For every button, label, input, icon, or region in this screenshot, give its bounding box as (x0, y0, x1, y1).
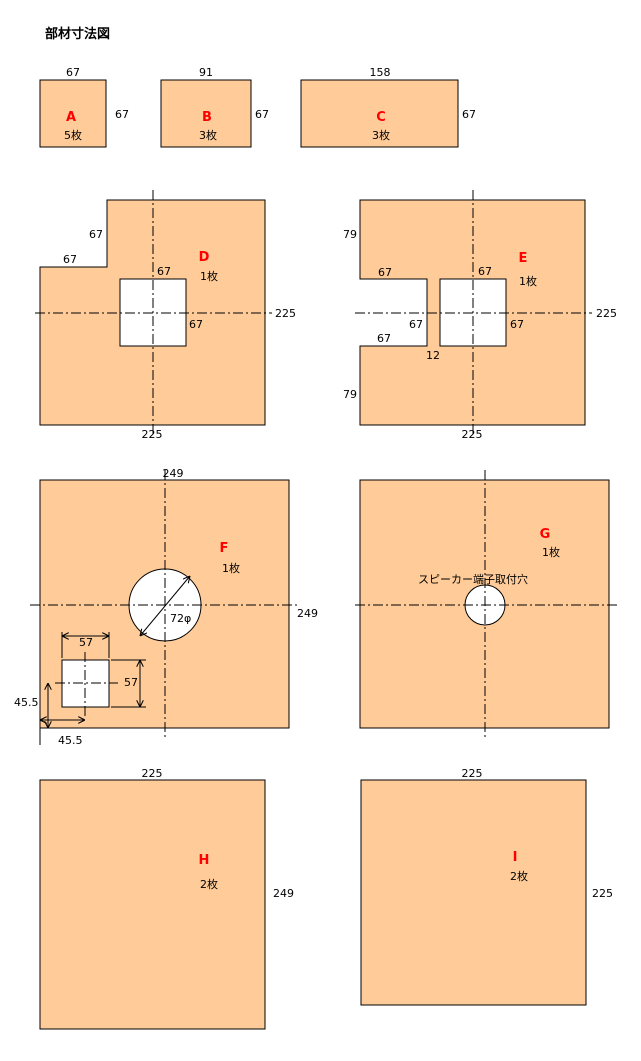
part-i-side: 225 (592, 887, 613, 900)
part-i-label: I (513, 850, 518, 865)
part-a-height: 67 (115, 108, 129, 121)
part-d-label: D (199, 250, 210, 265)
part-b-height: 67 (255, 108, 269, 121)
diagram-title: 部材寸法図 (45, 26, 110, 42)
part-h-count: 2枚 (200, 877, 218, 891)
part-c-count: 3枚 (372, 128, 390, 142)
part-g-hole-note: スピーカー端子取付穴 (418, 572, 528, 586)
part-f-label: F (220, 541, 229, 556)
part-b-count: 3枚 (199, 128, 217, 142)
part-f-side: 249 (297, 607, 318, 620)
part-g-count: 1枚 (542, 545, 560, 559)
part-f-diameter: 72φ (170, 612, 191, 625)
part-a-count: 5枚 (64, 128, 82, 142)
part-e: 79 67 67 67 12 67 67 79 225 225 E 1枚 (343, 190, 617, 441)
part-a-board (39, 79, 107, 148)
part-a-width: 67 (66, 66, 80, 79)
part-d: 67 67 67 67 225 225 D 1枚 (35, 190, 296, 441)
part-a: 67 67 A 5枚 (39, 66, 129, 148)
part-f-offset-x: 45.5 (58, 734, 83, 747)
part-d-notch-width: 67 (63, 253, 77, 266)
part-e-slot-bottom: 67 (377, 332, 391, 345)
part-i-top: 225 (462, 767, 483, 780)
part-h-top: 225 (142, 767, 163, 780)
part-f-diameter-arrow (140, 576, 190, 636)
part-g: スピーカー端子取付穴 G 1枚 (355, 470, 617, 738)
part-d-side: 225 (275, 307, 296, 320)
part-i: 225 225 I 2枚 (360, 767, 613, 1006)
part-a-label: A (66, 110, 76, 125)
part-f-sq-height: 57 (124, 676, 138, 689)
part-e-side: 225 (596, 307, 617, 320)
part-h: 225 249 H 2枚 (39, 767, 294, 1030)
part-e-bottom: 225 (462, 428, 483, 441)
part-f-sq-width: 57 (79, 636, 93, 649)
part-b-width: 91 (199, 66, 213, 79)
part-e-gap: 12 (426, 349, 440, 362)
part-b-label: B (202, 110, 212, 125)
part-c-board (300, 79, 459, 148)
part-c-width: 158 (370, 66, 391, 79)
part-c: 158 67 C 3枚 (300, 66, 476, 148)
part-g-label: G (540, 527, 551, 542)
part-h-label: H (199, 853, 210, 868)
part-c-height: 67 (462, 108, 476, 121)
part-d-bottom: 225 (142, 428, 163, 441)
part-d-hole-width: 67 (157, 265, 171, 278)
part-d-hole-height: 67 (189, 318, 203, 331)
part-e-hole-width: 67 (478, 265, 492, 278)
part-i-board (360, 779, 587, 1006)
part-h-board (39, 779, 266, 1030)
part-b: 91 67 B 3枚 (160, 66, 269, 148)
part-d-count: 1枚 (200, 269, 218, 283)
part-c-label: C (376, 110, 386, 125)
part-h-side: 249 (273, 887, 294, 900)
part-e-slot-side: 67 (409, 318, 423, 331)
part-e-hole-height: 67 (510, 318, 524, 331)
part-d-notch-height: 67 (89, 228, 103, 241)
part-f: 72φ 57 57 45.5 45.5 249 249 F 1枚 (14, 467, 318, 747)
part-e-count: 1枚 (519, 274, 537, 288)
part-b-board (160, 79, 252, 148)
part-e-label: E (519, 251, 528, 266)
part-e-top-height: 79 (343, 228, 357, 241)
part-f-top: 249 (163, 467, 184, 480)
part-e-slot-top: 67 (378, 266, 392, 279)
part-i-count: 2枚 (510, 869, 528, 883)
part-f-count: 1枚 (222, 561, 240, 575)
part-e-bottom-height: 79 (343, 388, 357, 401)
part-f-offset-y: 45.5 (14, 696, 39, 709)
